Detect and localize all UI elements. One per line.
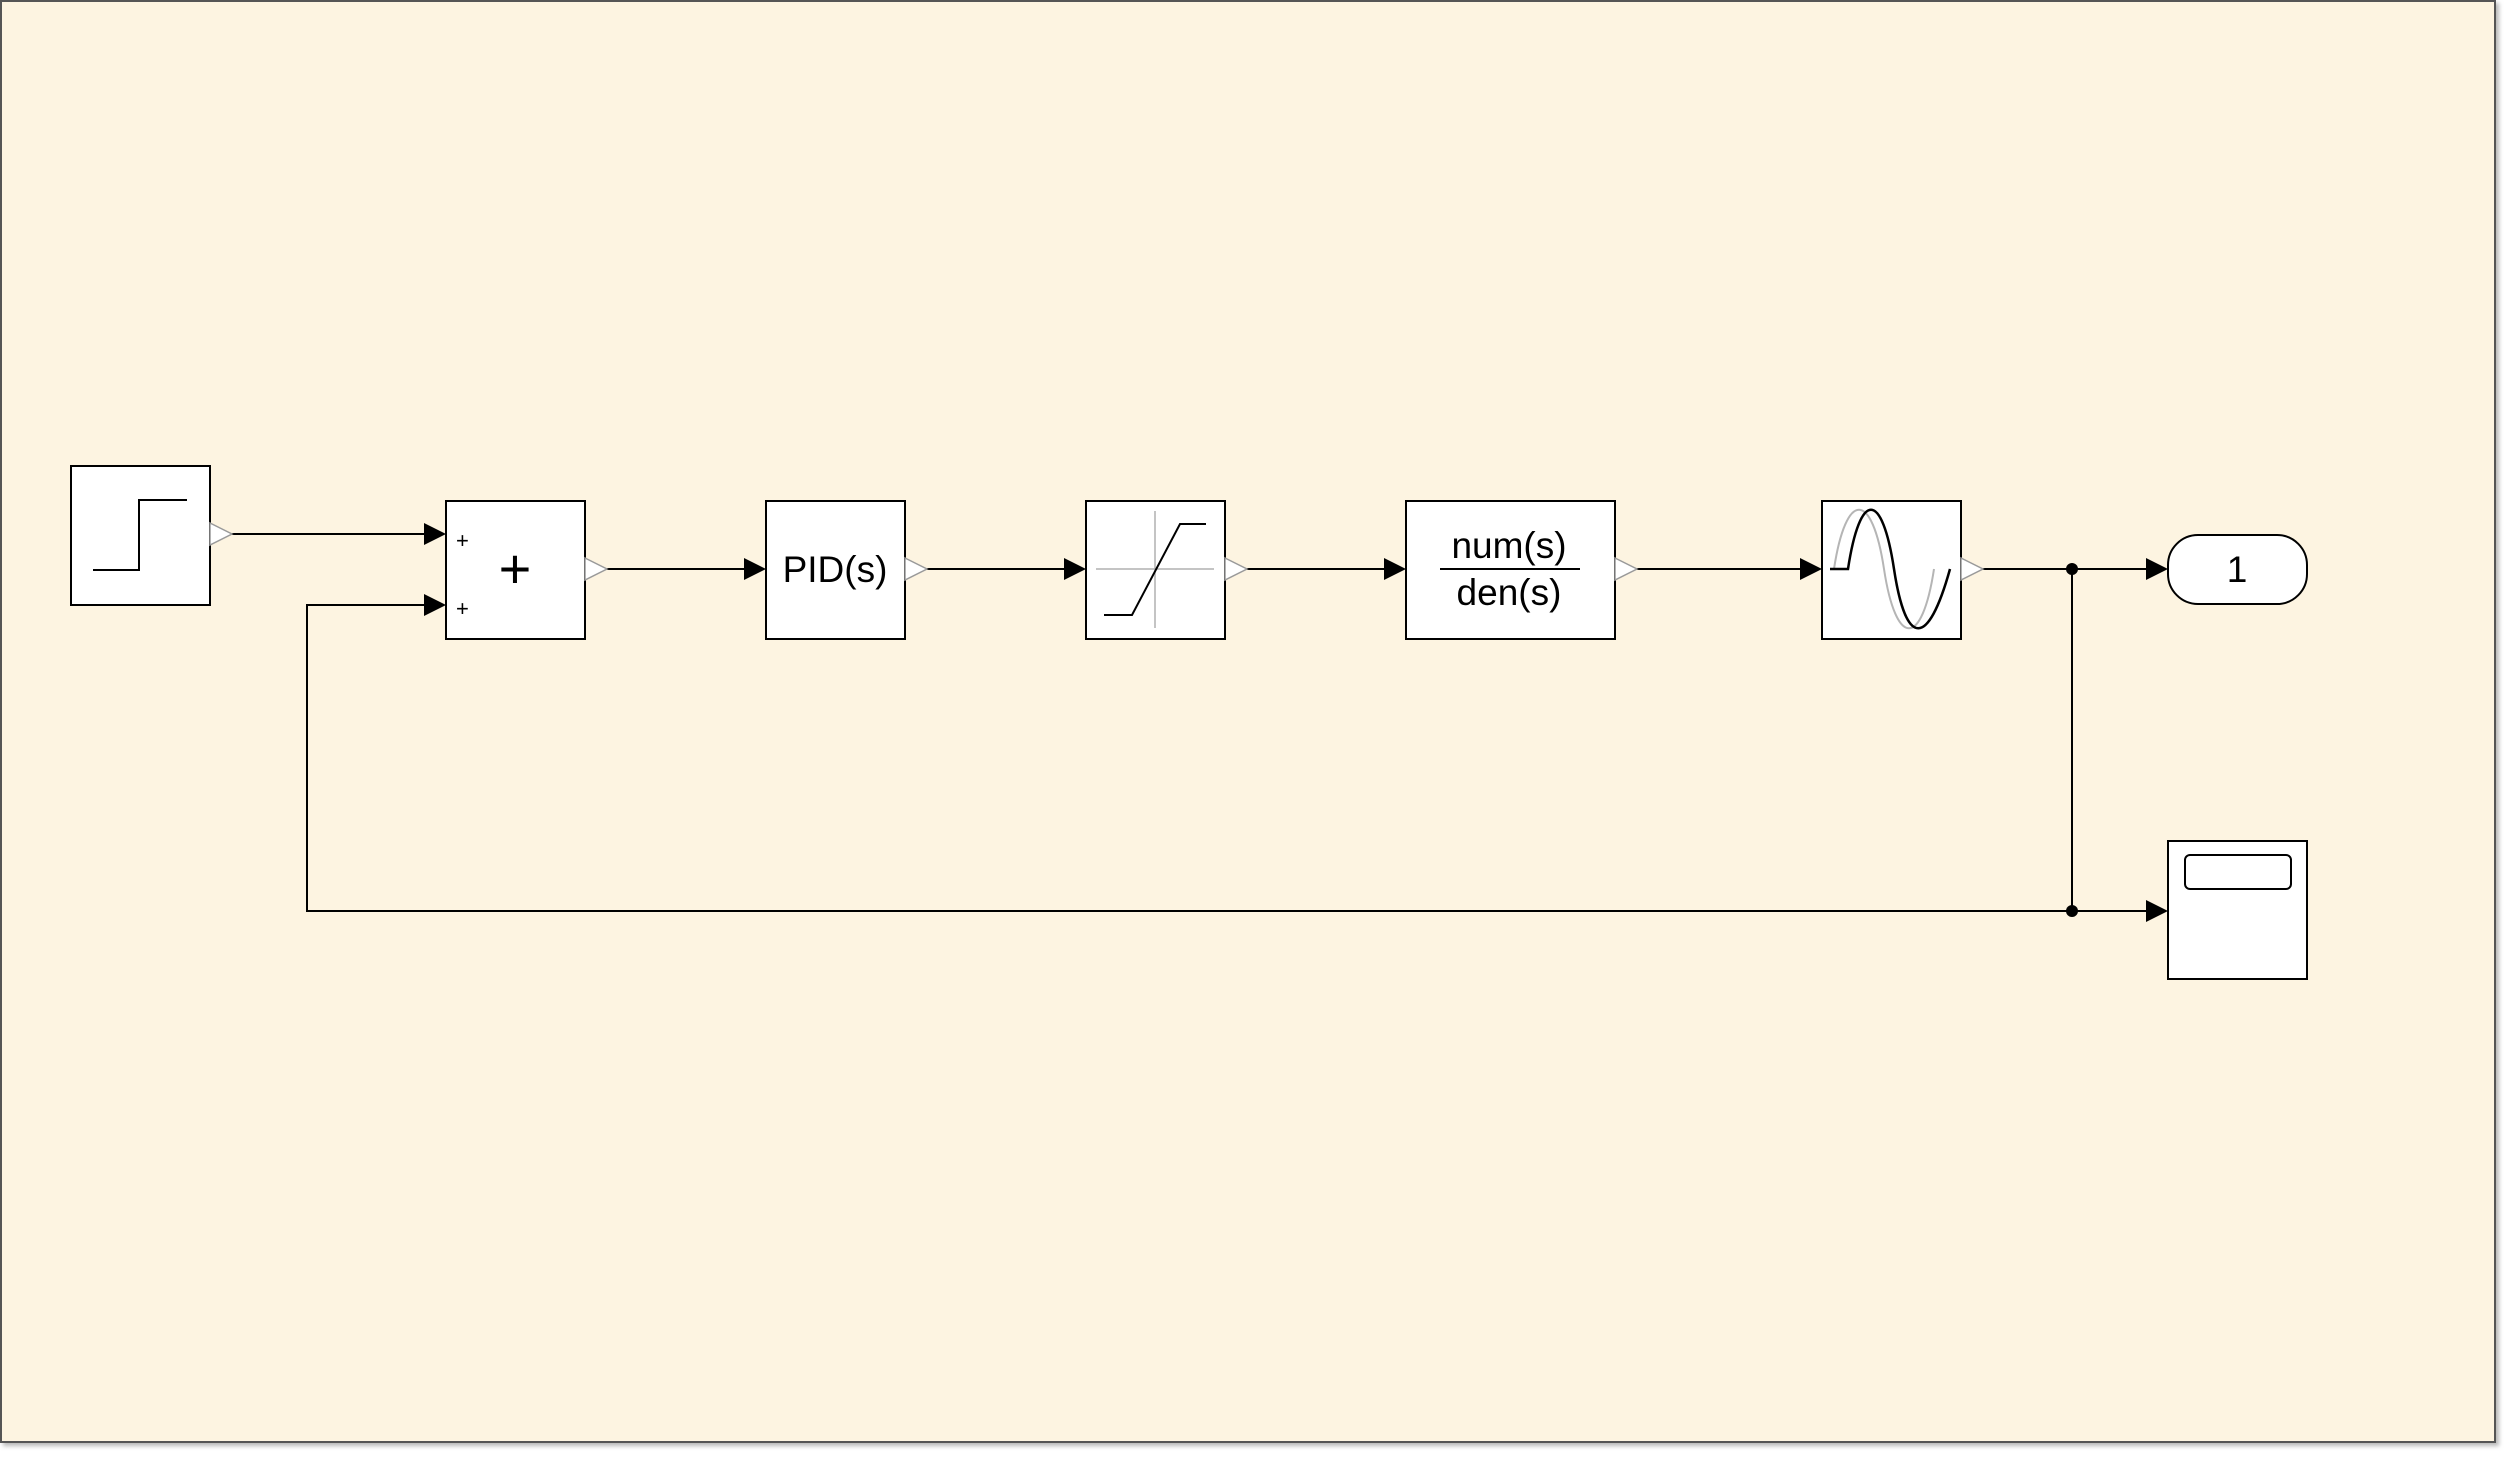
pid-controller-block[interactable]: PID(s) — [765, 500, 929, 640]
arrowhead-sine-input — [1800, 558, 1822, 580]
sine-output-port — [1960, 556, 1985, 582]
transfer-function-denominator: den(s) — [1457, 572, 1562, 613]
saturation-output-port — [1224, 556, 1249, 582]
arrowhead-outport-input — [2146, 558, 2168, 580]
arrowhead-saturation-input — [1064, 558, 1086, 580]
branch-junction-bottom — [2066, 905, 2078, 917]
step-block-body — [70, 465, 211, 606]
transfer-function-numerator: num(s) — [1451, 525, 1566, 566]
sum-input-1-sign: + — [456, 528, 469, 553]
arrowhead-tf-input — [1384, 558, 1406, 580]
branch-junction-top — [2066, 563, 2078, 575]
sum-block-body — [445, 500, 586, 640]
arrowhead-sum-input-2 — [424, 594, 446, 616]
outport-block[interactable]: 1 — [2167, 534, 2308, 605]
step-block[interactable] — [70, 465, 234, 606]
sine-wave-icon — [1830, 508, 1952, 630]
signal-lines — [226, 533, 2146, 912]
arrowhead-sum-input-1 — [424, 523, 446, 545]
arrowhead-pid-input — [744, 558, 766, 580]
outport-block-body — [2167, 534, 2308, 605]
feedback-signal-line[interactable] — [306, 604, 2072, 912]
transfer-function-output-port — [1614, 556, 1639, 582]
pid-output-port — [904, 556, 929, 582]
sine-function-block[interactable] — [1821, 500, 1985, 640]
signal-arrowheads — [424, 523, 2168, 922]
outport-label: 1 — [2227, 549, 2248, 590]
arrowhead-scope-input — [2146, 900, 2168, 922]
saturation-block[interactable] — [1085, 500, 1249, 640]
step-output-port — [209, 521, 234, 547]
pid-block-label: PID(s) — [783, 549, 888, 590]
sum-input-2-sign: + — [456, 596, 469, 621]
transfer-function-block[interactable]: num(s) den(s) — [1405, 500, 1639, 640]
pid-block-body — [765, 500, 906, 640]
sum-block[interactable]: + + + — [445, 500, 609, 640]
sum-output-port — [584, 556, 609, 582]
scope-icon — [2184, 854, 2292, 890]
sine-shadow-curve — [1833, 508, 1935, 630]
saturation-icon — [1104, 523, 1206, 616]
step-icon — [93, 499, 187, 571]
scope-block[interactable] — [2167, 840, 2308, 980]
sum-symbol: + — [499, 537, 532, 600]
